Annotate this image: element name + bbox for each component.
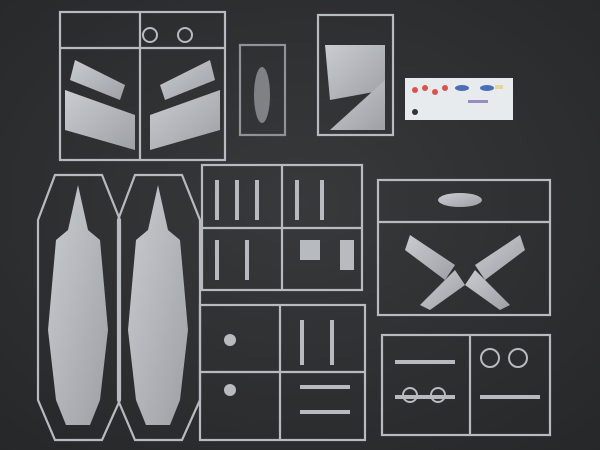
sprue-tails <box>316 13 395 137</box>
small-parts <box>215 180 540 414</box>
wing-parts <box>65 27 220 150</box>
decal-sheet <box>405 78 513 120</box>
fuselage-halves <box>48 185 188 425</box>
sprue-small-parts-1 <box>200 163 364 292</box>
sprue-canopy <box>238 43 287 137</box>
tail-parts <box>325 45 385 130</box>
round-parts <box>402 348 528 403</box>
sprue-stabilizers <box>376 178 552 317</box>
sprue-small-parts-2 <box>198 303 367 442</box>
canopy-part <box>254 67 270 123</box>
sprue-fuselage-left <box>36 173 122 442</box>
stabilizer-parts <box>405 193 525 310</box>
sprue-weapons <box>380 333 552 437</box>
sprue-fuselage-right <box>116 173 202 442</box>
sprue-wings <box>58 10 227 162</box>
